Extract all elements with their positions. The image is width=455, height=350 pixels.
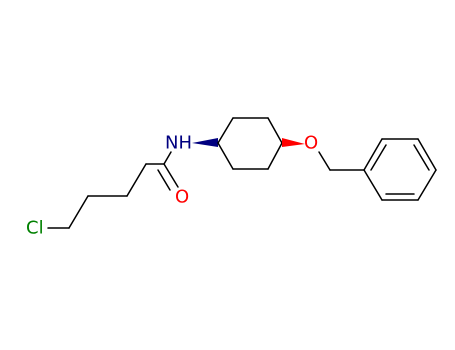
ring-bond-3 <box>267 117 283 144</box>
bond-c5-o-double-b <box>157 169 171 191</box>
ring-bond-1 <box>217 117 234 144</box>
bond-c3-c4 <box>126 163 147 197</box>
ring-bond-4 <box>267 142 283 170</box>
atom-label-ether-o: O <box>304 133 318 154</box>
benzene-inner-bond-2 <box>413 144 430 171</box>
atom-label-carbonyl-o: O <box>175 187 189 208</box>
atom-label-cl: Cl <box>26 218 44 239</box>
wedge-bond-n-ring <box>192 138 218 147</box>
benzene-bond-6 <box>363 169 383 201</box>
benzene-bond-1 <box>363 138 383 171</box>
bond-c5-o-double-a <box>163 163 179 188</box>
benzene-bond-3 <box>417 138 437 171</box>
benzene-bond-4 <box>417 169 437 201</box>
benzene-inner-bond-1 <box>370 144 387 171</box>
ring-bond-6 <box>217 142 234 170</box>
bond-c1-c2 <box>68 195 89 229</box>
atom-label-nh: NH <box>165 133 192 154</box>
bond-o-ch2 <box>318 151 331 171</box>
wedge-bond-ring-o <box>282 138 305 147</box>
bond-c5-n <box>163 151 172 165</box>
